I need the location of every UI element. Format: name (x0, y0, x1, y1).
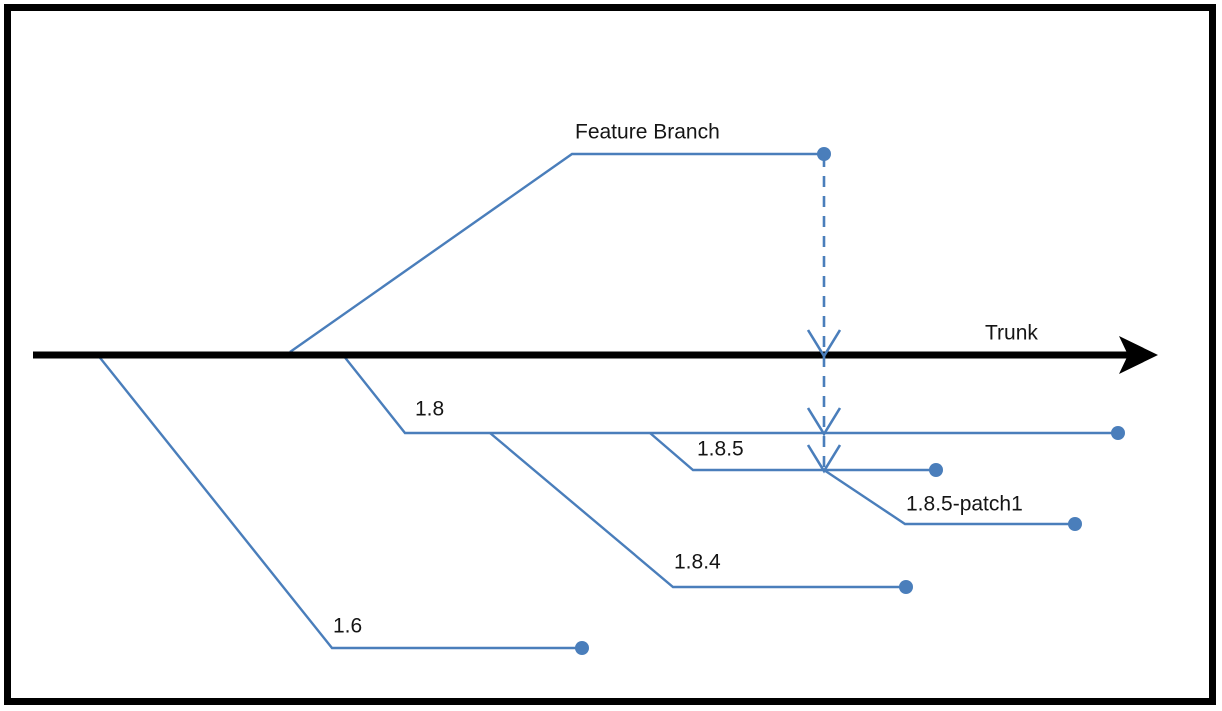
branch-1-8-5-group: 1.8.5 (649, 432, 943, 477)
feature-branch-endpoint-dot (817, 147, 831, 161)
feature-branch-line (289, 152, 824, 353)
merge-arrowhead-1-8-icon (806, 407, 842, 437)
branch-1-6-label: 1.6 (333, 615, 362, 638)
branch-1-8-5-patch1-line (823, 469, 1075, 526)
branch-1-8-4-group: 1.8.4 (489, 432, 913, 594)
branch-1-6-line (96, 353, 582, 650)
branch-1-8-5-patch1-label: 1.8.5-patch1 (906, 493, 1023, 516)
diagram-frame (4, 4, 1216, 705)
branch-1-8-4-line (489, 432, 906, 589)
feature-branch-label: Feature Branch (575, 121, 720, 144)
trunk-group: Trunk (33, 322, 1158, 374)
trunk-label: Trunk (985, 322, 1038, 345)
branch-1-6-endpoint-dot (575, 641, 589, 655)
trunk-arrowhead-icon (1119, 336, 1158, 374)
merge-arrowhead-1-8-5-icon (806, 444, 842, 474)
branch-1-8-label: 1.8 (415, 398, 444, 421)
branch-1-8-group: 1.8 (342, 354, 1125, 440)
branch-1-8-4-endpoint-dot (899, 580, 913, 594)
feature-branch-merge-dashed-arrow (806, 156, 842, 474)
branch-1-6-group: 1.6 (96, 353, 589, 655)
branch-1-8-5-endpoint-dot (929, 463, 943, 477)
feature-branch-group: Feature Branch (289, 121, 831, 353)
merge-arrowhead-trunk-icon (806, 329, 842, 359)
branch-1-8-5-line (649, 432, 936, 472)
branch-1-8-5-patch1-endpoint-dot (1068, 517, 1082, 531)
branch-1-8-line (342, 354, 1118, 435)
branch-1-8-4-label: 1.8.4 (674, 551, 721, 574)
branch-1-8-5-label: 1.8.5 (697, 438, 744, 461)
branch-1-8-endpoint-dot (1111, 426, 1125, 440)
branch-1-8-5-patch1-group: 1.8.5-patch1 (823, 469, 1082, 531)
